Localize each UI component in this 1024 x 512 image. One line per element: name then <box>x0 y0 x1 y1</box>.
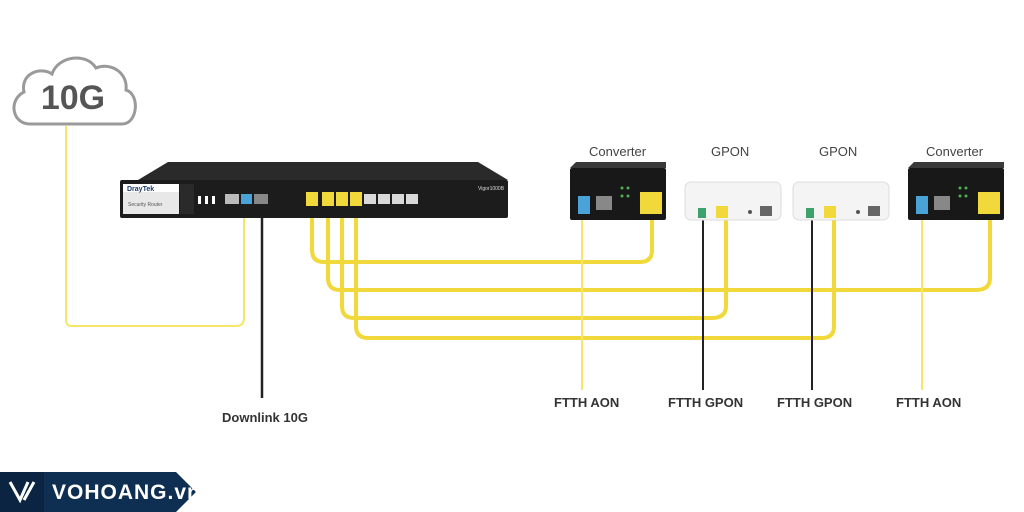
converter-device-1 <box>570 162 666 220</box>
cloud-label: 10G <box>40 79 106 117</box>
router-device: DrayTek Security Router Vigor1000B <box>120 162 508 218</box>
ethernet-cables <box>310 204 992 340</box>
gpon-device-1 <box>684 181 782 221</box>
port-label-gpon-2: FTTH GPON <box>777 395 853 410</box>
downlink-label: Downlink 10G <box>222 410 308 425</box>
router-model: Vigor1000B <box>478 186 505 192</box>
device-label-gpon-2: GPON <box>819 144 858 159</box>
port-label-aon-1: FTTH AON <box>554 395 620 410</box>
brand-badge <box>0 472 196 512</box>
converter-device-2 <box>908 162 1004 220</box>
cloud-icon <box>12 56 137 126</box>
device-label-converter-2: Converter <box>926 144 984 159</box>
device-label-converter-1: Converter <box>589 144 647 159</box>
uplink-fiber <box>65 126 245 327</box>
gpon-device-2 <box>792 181 890 221</box>
brand-logo-icon <box>8 481 36 504</box>
router-brand: DrayTek <box>127 186 154 193</box>
router-subtitle: Security Router <box>128 202 163 208</box>
port-label-gpon-1: FTTH GPON <box>668 395 744 410</box>
brand-text: VOHOANG.vn <box>52 481 201 504</box>
device-label-gpon-1: GPON <box>711 144 750 159</box>
port-label-aon-2: FTTH AON <box>896 395 962 410</box>
